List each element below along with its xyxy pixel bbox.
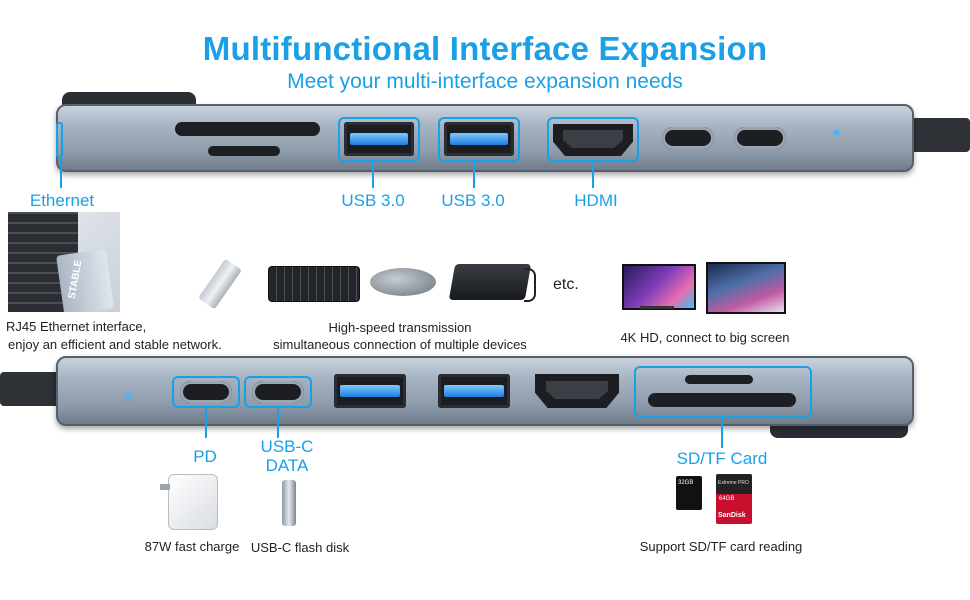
sd-brand-text: SanDisk [718, 512, 746, 519]
charger-prong-icon [160, 484, 170, 490]
usbc-data-leader [277, 408, 279, 438]
usb-a-port-bottom-1 [334, 374, 406, 408]
hdmi-leader [592, 162, 594, 188]
monitor-screen-icon [706, 262, 786, 314]
sdtf-caption: Support SD/TF card reading [639, 539, 803, 554]
sd-slot-bottom [648, 393, 796, 407]
sd-capacity-text: 64GB [719, 496, 735, 502]
charger-icon [168, 474, 218, 530]
screen-caption: 4K HD, connect to big screen [620, 330, 790, 345]
hdmi-port-inner [563, 130, 623, 148]
tf-slot-bottom [685, 375, 753, 384]
usb30-port-2-highlight [438, 117, 520, 162]
microsd-capacity-text: 32GB [678, 480, 694, 486]
transmission-caption-1: High-speed transmission [328, 320, 472, 335]
tf-slot-top [208, 146, 280, 156]
ethernet-caption-2: enjoy an efficient and stable network. [8, 337, 222, 352]
ethernet-port-highlight [56, 122, 63, 158]
top-hub-cable [905, 118, 970, 152]
sdtf-slot-highlight [634, 366, 812, 418]
usbc-data-label-1: USB-C [260, 437, 314, 456]
bottom-hub-cable [0, 372, 62, 406]
tv-stand-icon [640, 306, 674, 309]
ethernet-caption-1: RJ45 Ethernet interface, [6, 319, 147, 334]
external-drive-icon [448, 264, 532, 300]
ethernet-photo: STABLE [8, 212, 120, 312]
usb-flash-drive-icon [198, 258, 242, 310]
sd-card-icon: Extreme PRO 64GB SanDisk [716, 474, 752, 524]
usb30-port-1-highlight [338, 117, 420, 162]
sd-slot-top [175, 122, 320, 136]
tv-screen-icon [622, 264, 696, 310]
usbc-data-port-highlight [244, 376, 312, 408]
hdmi-port-bottom-inner [546, 381, 608, 399]
ethernet-leader [60, 158, 62, 188]
pd-leader [205, 408, 207, 438]
usb30-port-1 [344, 122, 414, 156]
page-subtitle: Meet your multi-interface expansion need… [287, 70, 683, 93]
usb30-port-2 [444, 122, 514, 156]
adapter-in-photo [56, 248, 114, 312]
usb2-leader [473, 162, 475, 188]
status-led-bottom [126, 393, 131, 398]
etc-text: etc. [553, 276, 579, 293]
usb30-label-1: USB 3.0 [341, 191, 405, 210]
usbc-data-label-2: DATA [265, 456, 309, 475]
sdtf-leader [721, 418, 723, 448]
microsd-card-icon: 32GB [676, 476, 702, 510]
pd-port-highlight [172, 376, 240, 408]
usbc-caption: USB-C flash disk [250, 540, 350, 555]
mouse-icon [370, 268, 436, 296]
usbc-flash-disk-icon [282, 480, 296, 526]
hdmi-label: HDMI [574, 191, 618, 210]
sd-line-text: Extreme PRO [718, 480, 749, 486]
usbc-port-top-2 [734, 127, 786, 149]
pd-label: PD [193, 447, 217, 466]
status-led-top [834, 130, 839, 135]
transmission-caption-2: simultaneous connection of multiple devi… [273, 337, 527, 352]
usbc-port-top-1 [662, 127, 714, 149]
pd-port [180, 381, 232, 403]
usb30-label-2: USB 3.0 [441, 191, 505, 210]
drive-cable-icon [524, 268, 536, 302]
keyboard-icon [268, 266, 360, 302]
usb1-leader [372, 162, 374, 188]
ethernet-label: Ethernet [29, 191, 95, 210]
page-title: Multifunctional Interface Expansion [202, 30, 768, 67]
pd-caption: 87W fast charge [144, 539, 240, 554]
usbc-data-port [252, 381, 304, 403]
hdmi-port-highlight [547, 117, 639, 162]
sdtf-label: SD/TF Card [676, 449, 768, 468]
usb-a-port-bottom-2 [438, 374, 510, 408]
